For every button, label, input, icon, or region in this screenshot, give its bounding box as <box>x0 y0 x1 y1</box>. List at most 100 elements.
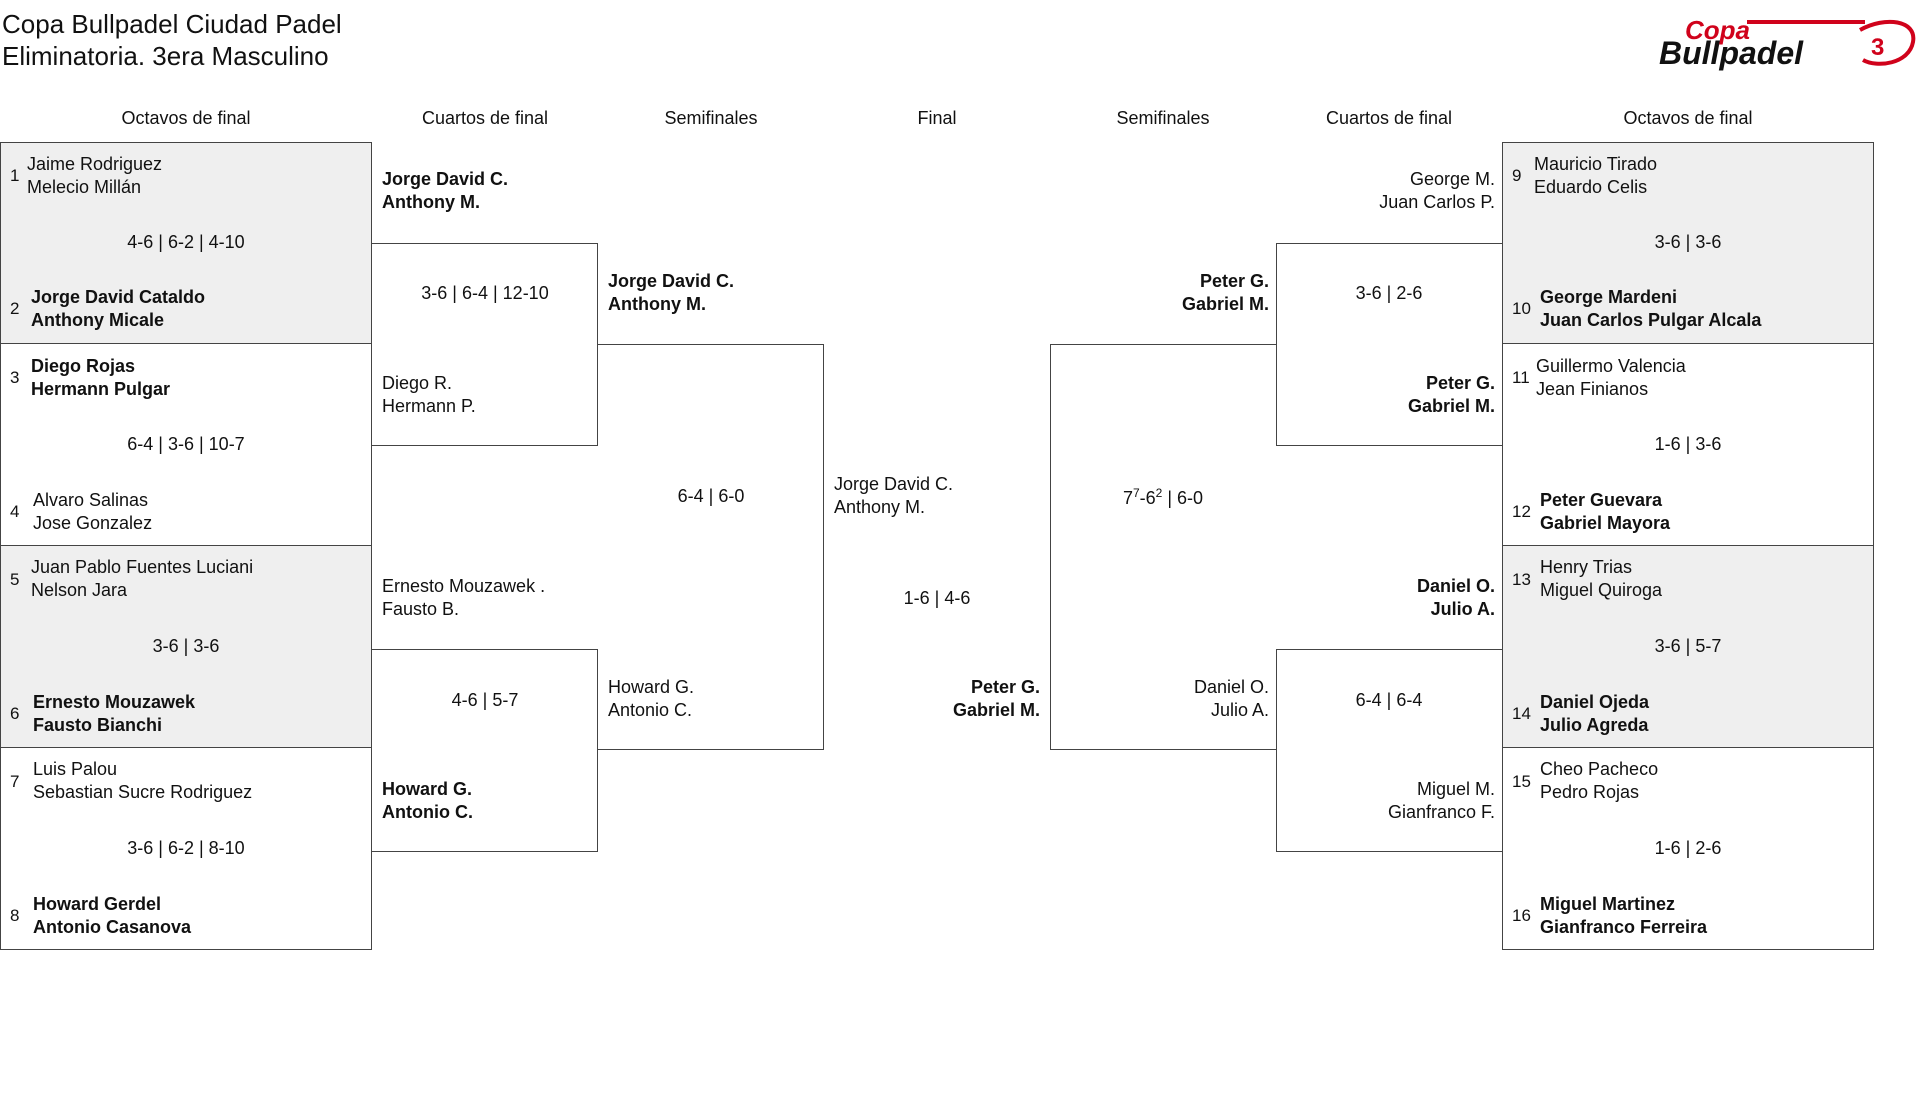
player-name: Diego R. <box>382 373 453 393</box>
final-score: 1-6 | 4-6 <box>903 588 971 608</box>
seed-number: 10 <box>1512 299 1531 318</box>
player-name: Diego Rojas <box>31 356 136 376</box>
player-name: Jose Gonzalez <box>33 513 153 533</box>
player-name: Mauricio Tirado <box>1534 154 1658 174</box>
seed-number: 3 <box>10 368 20 387</box>
seed-number: 2 <box>10 299 20 318</box>
team-name: Jorge David C. Anthony M. <box>382 168 508 214</box>
player-name: Juan Carlos P. <box>1379 192 1495 212</box>
player-name: Antonio C. <box>608 700 693 720</box>
seed-number: 7 <box>10 772 20 791</box>
seed-number: 1 <box>10 166 20 185</box>
match-box-octavos-1 <box>0 142 372 344</box>
team-name: Ernesto Mouzawek Fausto Bianchi <box>33 691 195 737</box>
player-name: Antonio Casanova <box>33 917 192 937</box>
bracket-connector-cuartos-1 <box>372 243 598 446</box>
seed-number: 16 <box>1512 906 1531 925</box>
team-name: Cheo Pacheco Pedro Rojas <box>1540 758 1658 804</box>
team-name: Diego Rojas Hermann Pulgar <box>31 355 170 401</box>
seed-number: 6 <box>10 704 20 723</box>
col-header-semis-right: Semifinales <box>1116 108 1210 128</box>
seed-number: 8 <box>10 906 20 925</box>
player-name: Jorge David Cataldo <box>31 287 206 307</box>
team-name: Ernesto Mouzawek . Fausto B. <box>382 575 545 621</box>
team-name: Howard G. Antonio C. <box>382 778 473 824</box>
player-name: Hermann P. <box>382 396 476 416</box>
col-header-octavos-right: Octavos de final <box>1623 108 1753 128</box>
player-name: Ernesto Mouzawek . <box>382 576 546 596</box>
player-name: Anthony M. <box>608 294 706 314</box>
player-name: Daniel Ojeda <box>1540 692 1650 712</box>
bullpadel-logo: Copa Bullpadel 3 <box>1659 15 1916 71</box>
team-name: Henry Trias Miguel Quiroga <box>1540 556 1662 602</box>
team-name: Jaime Rodriguez Melecio Millán <box>27 153 162 199</box>
col-header-cuartos-left: Cuartos de final <box>421 108 549 128</box>
seed-number: 9 <box>1512 166 1522 185</box>
team-name: Daniel Ojeda Julio Agreda <box>1540 691 1649 737</box>
player-name: Juan Pablo Fuentes Luciani <box>31 557 254 577</box>
player-name: Daniel O. <box>1416 576 1495 596</box>
tournament-title: Copa Bullpadel Ciudad Padel <box>2 9 342 39</box>
player-name: Miguel Quiroga <box>1540 580 1663 600</box>
player-name: Gabriel M. <box>952 700 1040 720</box>
bracket-connector-cuartos-3 <box>1276 243 1502 446</box>
col-header-final: Final <box>917 108 957 128</box>
team-name: Jorge David Cataldo Anthony Micale <box>31 286 205 332</box>
match-score: 3-6 | 6-2 | 8-10 <box>127 838 245 858</box>
player-name: Anthony Micale <box>31 310 165 330</box>
player-name: Howard G. <box>382 779 473 799</box>
player-name: Julio Agreda <box>1540 715 1649 735</box>
match-score: 6-4 | 6-0 <box>677 486 745 506</box>
seed-number: 5 <box>10 570 20 589</box>
team-name: Alvaro Salinas Jose Gonzalez <box>33 489 152 535</box>
player-name: Howard Gerdel <box>33 894 162 914</box>
player-name: Juan Carlos Pulgar Alcala <box>1540 310 1762 330</box>
svg-text:3: 3 <box>1871 34 1884 61</box>
match-score: 3-6 | 2-6 <box>1355 283 1423 303</box>
team-name: Daniel O. Julio A. <box>1417 575 1495 621</box>
player-name: Julio A. <box>1210 700 1269 720</box>
player-name: Peter G. <box>970 677 1040 697</box>
bracket-connector-cuartos-4 <box>1276 649 1502 852</box>
player-name: Anthony M. <box>382 192 480 212</box>
seed-number: 12 <box>1512 502 1531 521</box>
player-name: Anthony M. <box>834 497 926 517</box>
player-name: Cheo Pacheco <box>1540 759 1659 779</box>
team-name: Diego R. Hermann P. <box>382 372 476 418</box>
player-name: Fausto B. <box>382 599 460 619</box>
player-name: Gianfranco F. <box>1387 802 1495 822</box>
match-score: 6-4 | 3-6 | 10-7 <box>127 434 245 454</box>
player-name: Nelson Jara <box>31 580 128 600</box>
seed-number: 4 <box>10 502 20 521</box>
team-name: Howard Gerdel Antonio Casanova <box>33 893 191 939</box>
match-box-octavos-7 <box>1502 545 1874 748</box>
bracket-connector-cuartos-2 <box>372 649 598 852</box>
match-score: 4-6 | 6-2 | 4-10 <box>127 232 245 252</box>
player-name: Miguel Martinez <box>1540 894 1676 914</box>
player-name: Sebastian Sucre Rodriguez <box>33 782 253 802</box>
page-title: Copa Bullpadel Ciudad Padel Eliminatoria… <box>2 8 342 72</box>
team-name: George M. Juan Carlos P. <box>1379 168 1495 214</box>
match-score: 3-6 | 3-6 <box>152 636 220 656</box>
match-score: 3-6 | 3-6 <box>1654 232 1722 252</box>
player-name: Henry Trias <box>1540 557 1633 577</box>
team-name: Peter G. Gabriel M. <box>1408 372 1495 418</box>
team-name: Miguel Martinez Gianfranco Ferreira <box>1540 893 1707 939</box>
player-name: Luis Palou <box>33 759 118 779</box>
player-name: Antonio C. <box>382 802 473 822</box>
logo-text-copa: Copa <box>1685 15 1750 45</box>
team-name: George Mardeni Juan Carlos Pulgar Alcala <box>1540 286 1761 332</box>
match-score: 3-6 | 5-7 <box>1654 636 1722 656</box>
tournament-subtitle: Eliminatoria. 3era Masculino <box>2 41 329 71</box>
team-name: Guillermo Valencia Jean Finianos <box>1536 355 1686 401</box>
player-name: Guillermo Valencia <box>1536 356 1686 376</box>
team-name: Jorge David C. Anthony M. <box>608 270 734 316</box>
match-box-octavos-4 <box>0 747 372 950</box>
player-name: Eduardo Celis <box>1534 177 1648 197</box>
team-name: Peter G. Gabriel M. <box>1182 270 1269 316</box>
seed-number: 14 <box>1512 704 1531 723</box>
player-name: Melecio Millán <box>27 177 142 197</box>
player-name: Jorge David C. <box>834 474 954 494</box>
match-score: 1-6 | 3-6 <box>1654 434 1722 454</box>
team-name: Mauricio Tirado Eduardo Celis <box>1534 153 1657 199</box>
